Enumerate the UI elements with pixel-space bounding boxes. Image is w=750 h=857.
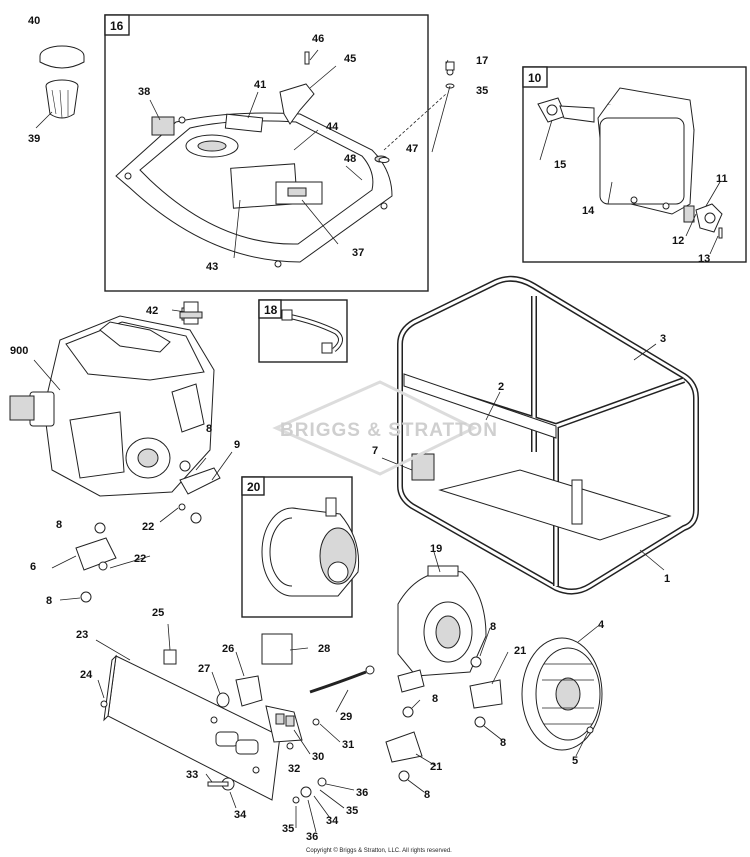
part-label: 14 <box>582 205 595 217</box>
fuel-cap <box>39 45 85 69</box>
part-label: 8 <box>206 423 212 435</box>
watermark-text: BRIGGS & STRATTON <box>280 420 498 441</box>
callout-box-18: 18 <box>258 299 348 363</box>
part-label: 21 <box>514 645 526 657</box>
part-label: 36 <box>356 787 368 799</box>
part-label: 5 <box>572 755 578 767</box>
part-label: 34 <box>326 815 339 827</box>
part-label: 6 <box>30 561 36 573</box>
part-label: 12 <box>672 235 684 247</box>
part-label: 13 <box>698 253 710 265</box>
alternator <box>261 497 360 597</box>
part-label: 28 <box>318 643 330 655</box>
control-panel <box>103 633 303 801</box>
part-label: 38 <box>138 86 150 98</box>
part-label: 43 <box>206 261 218 273</box>
part-label: 21 <box>430 761 442 773</box>
callout-box-label: 20 <box>247 480 261 494</box>
part-label: 30 <box>312 751 324 763</box>
part-label: 4 <box>598 619 605 631</box>
part-label: 31 <box>342 739 354 751</box>
part-label: 48 <box>344 153 356 165</box>
muffler <box>537 87 723 239</box>
part-label: 26 <box>222 643 234 655</box>
part-label: 36 <box>306 831 318 843</box>
part-label: 17 <box>476 55 488 67</box>
alternator-housing <box>397 565 487 693</box>
part-label: 8 <box>424 789 430 801</box>
part-label: 27 <box>198 663 210 675</box>
callout-box-16: 16 <box>104 14 429 292</box>
part-label: 44 <box>326 121 339 133</box>
part-label: 15 <box>554 159 566 171</box>
part-label: 29 <box>340 711 352 723</box>
part-label: 37 <box>352 247 364 259</box>
fuel-line <box>281 309 343 354</box>
part-label: 9 <box>234 439 240 451</box>
frame <box>397 275 699 595</box>
part-label: 35 <box>282 823 294 835</box>
part-label: 23 <box>76 629 88 641</box>
callout-box-20: 20 <box>241 476 353 618</box>
part-label: 22 <box>134 553 146 565</box>
part-label: 8 <box>56 519 62 531</box>
part-label: 22 <box>142 521 154 533</box>
part-label: 46 <box>312 33 324 45</box>
part-label: 39 <box>28 133 40 145</box>
copyright-notice: Copyright © Briggs & Stratton, LLC. All … <box>306 847 452 854</box>
part-label: 7 <box>372 445 378 457</box>
part-label: 41 <box>254 79 266 91</box>
part-label: 2 <box>498 381 504 393</box>
part-label: 35 <box>476 85 488 97</box>
part-label: 8 <box>432 693 438 705</box>
part-label: 42 <box>146 305 158 317</box>
part-label: 8 <box>490 621 496 633</box>
hardware <box>80 61 594 804</box>
part-label: 19 <box>430 543 442 555</box>
engine-mount <box>75 467 503 763</box>
part-label: 45 <box>344 53 356 65</box>
watermark: BRIGGS & STRATTON <box>272 380 498 476</box>
part-label: 35 <box>346 805 358 817</box>
part-label: 47 <box>406 143 418 155</box>
fan-cover <box>521 637 603 751</box>
callout-box-label: 16 <box>110 19 124 33</box>
part-label: 8 <box>46 595 52 607</box>
fuel-tank <box>115 51 393 268</box>
ground-wire <box>309 665 375 694</box>
fuel-valve <box>179 301 203 325</box>
part-label: 32 <box>288 763 300 775</box>
part-label: 8 <box>500 737 506 749</box>
callout-box-10: 10 <box>522 66 747 263</box>
leader-lines <box>33 49 721 833</box>
callout-box-label: 18 <box>264 303 278 317</box>
part-label: 3 <box>660 333 666 345</box>
part-label: 40 <box>28 15 40 27</box>
part-label: 33 <box>186 769 198 781</box>
callout-box-label: 10 <box>528 71 542 85</box>
part-label: 1 <box>664 573 670 585</box>
part-label: 24 <box>80 669 93 681</box>
fuel-strainer <box>45 79 79 119</box>
part-label: 25 <box>152 607 164 619</box>
engine <box>9 307 215 497</box>
part-labels: 40 39 46 45 41 38 44 48 47 17 35 43 37 1… <box>10 15 728 843</box>
part-label: 900 <box>10 345 28 357</box>
part-label: 34 <box>234 809 247 821</box>
part-label: 11 <box>716 173 728 185</box>
